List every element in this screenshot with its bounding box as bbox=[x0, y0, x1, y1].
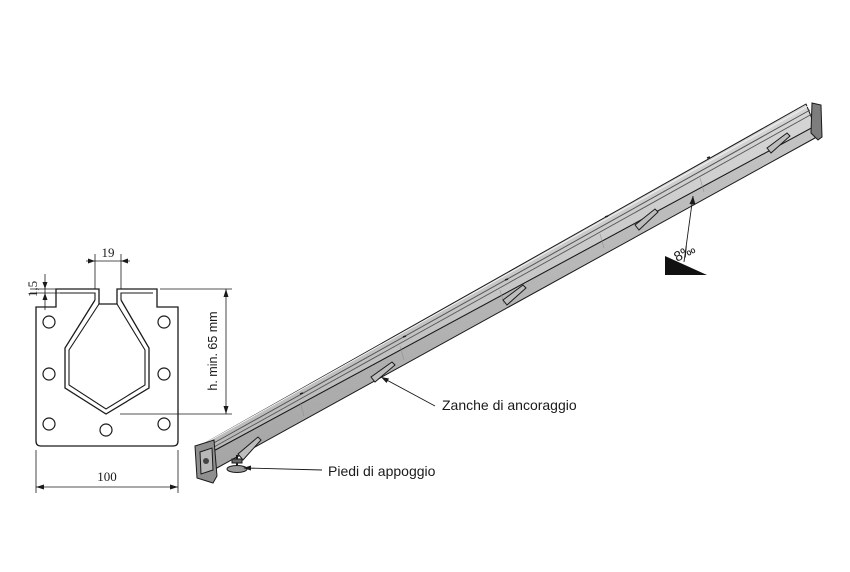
anchor-bracket bbox=[766, 132, 791, 154]
end-plate-front bbox=[194, 439, 218, 484]
section-inner-line bbox=[60, 292, 96, 300]
anchor-bracket bbox=[502, 284, 527, 306]
anchor-bracket bbox=[634, 208, 659, 231]
section-dimensions bbox=[30, 254, 232, 493]
feet-label: Piedi di appoggio bbox=[328, 463, 436, 479]
channel-body bbox=[197, 103, 816, 475]
dim-slot-label: 19 bbox=[102, 245, 115, 260]
bolt-hole bbox=[42, 367, 56, 381]
leader-lines bbox=[243, 377, 436, 471]
cross-section bbox=[35, 288, 179, 447]
slope-triangle bbox=[665, 256, 707, 275]
slope-leader bbox=[683, 195, 694, 263]
dim-thickness-label: 1,5 bbox=[25, 281, 40, 297]
bolt-hole bbox=[157, 315, 171, 329]
dim-height-label: h. min. 65 mm bbox=[206, 311, 220, 390]
bolt-hole bbox=[99, 423, 113, 437]
bolt-hole bbox=[42, 417, 56, 431]
channel-profile bbox=[64, 299, 150, 415]
feet-leader bbox=[244, 467, 323, 471]
dim-width-label: 100 bbox=[97, 469, 117, 484]
section-outline bbox=[35, 288, 179, 447]
bolt-hole bbox=[42, 315, 56, 329]
anchor-leader bbox=[382, 377, 436, 407]
slope-indicator bbox=[665, 195, 707, 275]
bolt-hole bbox=[157, 367, 171, 381]
anchor-brackets bbox=[237, 132, 791, 461]
bolt-hole bbox=[157, 417, 171, 431]
anchor-bracket bbox=[370, 361, 396, 383]
end-plate-rear bbox=[810, 102, 823, 141]
anchors-label: Zanche di ancoraggio bbox=[442, 397, 577, 413]
anchor-bracket bbox=[237, 436, 262, 461]
